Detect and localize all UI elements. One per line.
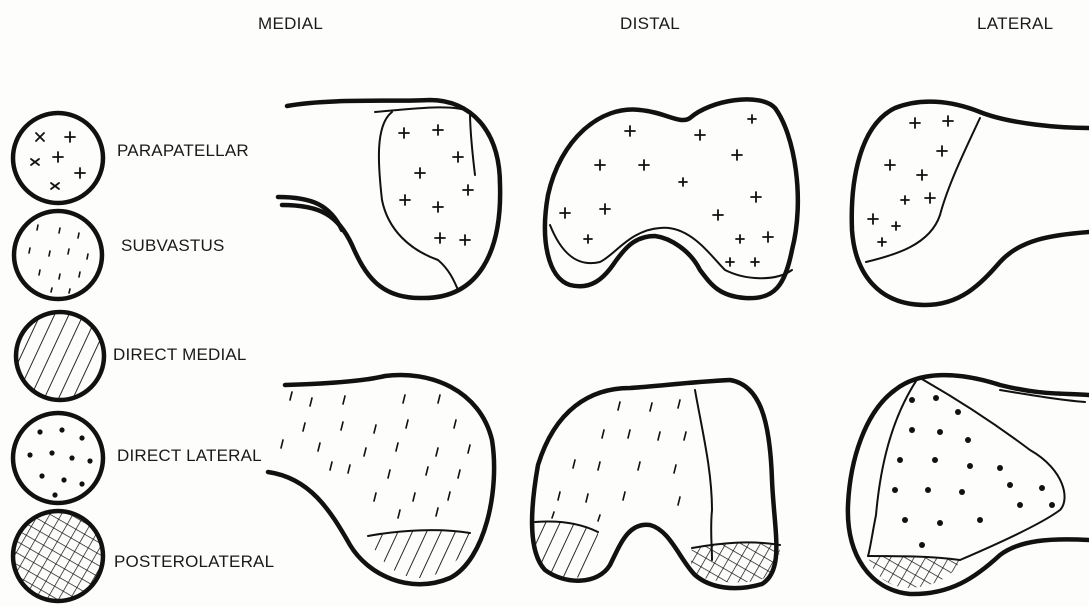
- subvastus-marks-distal-bottom: [552, 400, 686, 521]
- parapatellar-marks-distal-top: [560, 115, 773, 266]
- distal-view-bottom-femur: [532, 380, 780, 588]
- posterolateral-region-distal-view: [691, 542, 780, 582]
- legend-swatch-parapatellar: [13, 113, 103, 203]
- legend-swatch-direct-lateral: [13, 413, 103, 503]
- legend-swatch-posterolateral: [12, 510, 104, 602]
- parapatellar-marks-lateral-top: [868, 116, 953, 246]
- parapatellar-marks-medial-top: [399, 125, 473, 245]
- lateral-view-top-femur: [852, 102, 1089, 305]
- direct-medial-region-medial-view: [368, 530, 470, 578]
- legend-swatch-subvastus: [14, 211, 102, 299]
- subvastus-marks-medial-bottom: [281, 392, 470, 518]
- legend-swatch-direct-medial: [14, 310, 106, 402]
- medial-view-top-femur: [278, 100, 500, 298]
- lateral-view-bottom-femur: [848, 375, 1089, 594]
- medial-view-bottom-femur: [268, 375, 494, 584]
- distal-view-top-femur: [545, 99, 798, 298]
- direct-lateral-dots-lateral-bottom: [892, 395, 1055, 548]
